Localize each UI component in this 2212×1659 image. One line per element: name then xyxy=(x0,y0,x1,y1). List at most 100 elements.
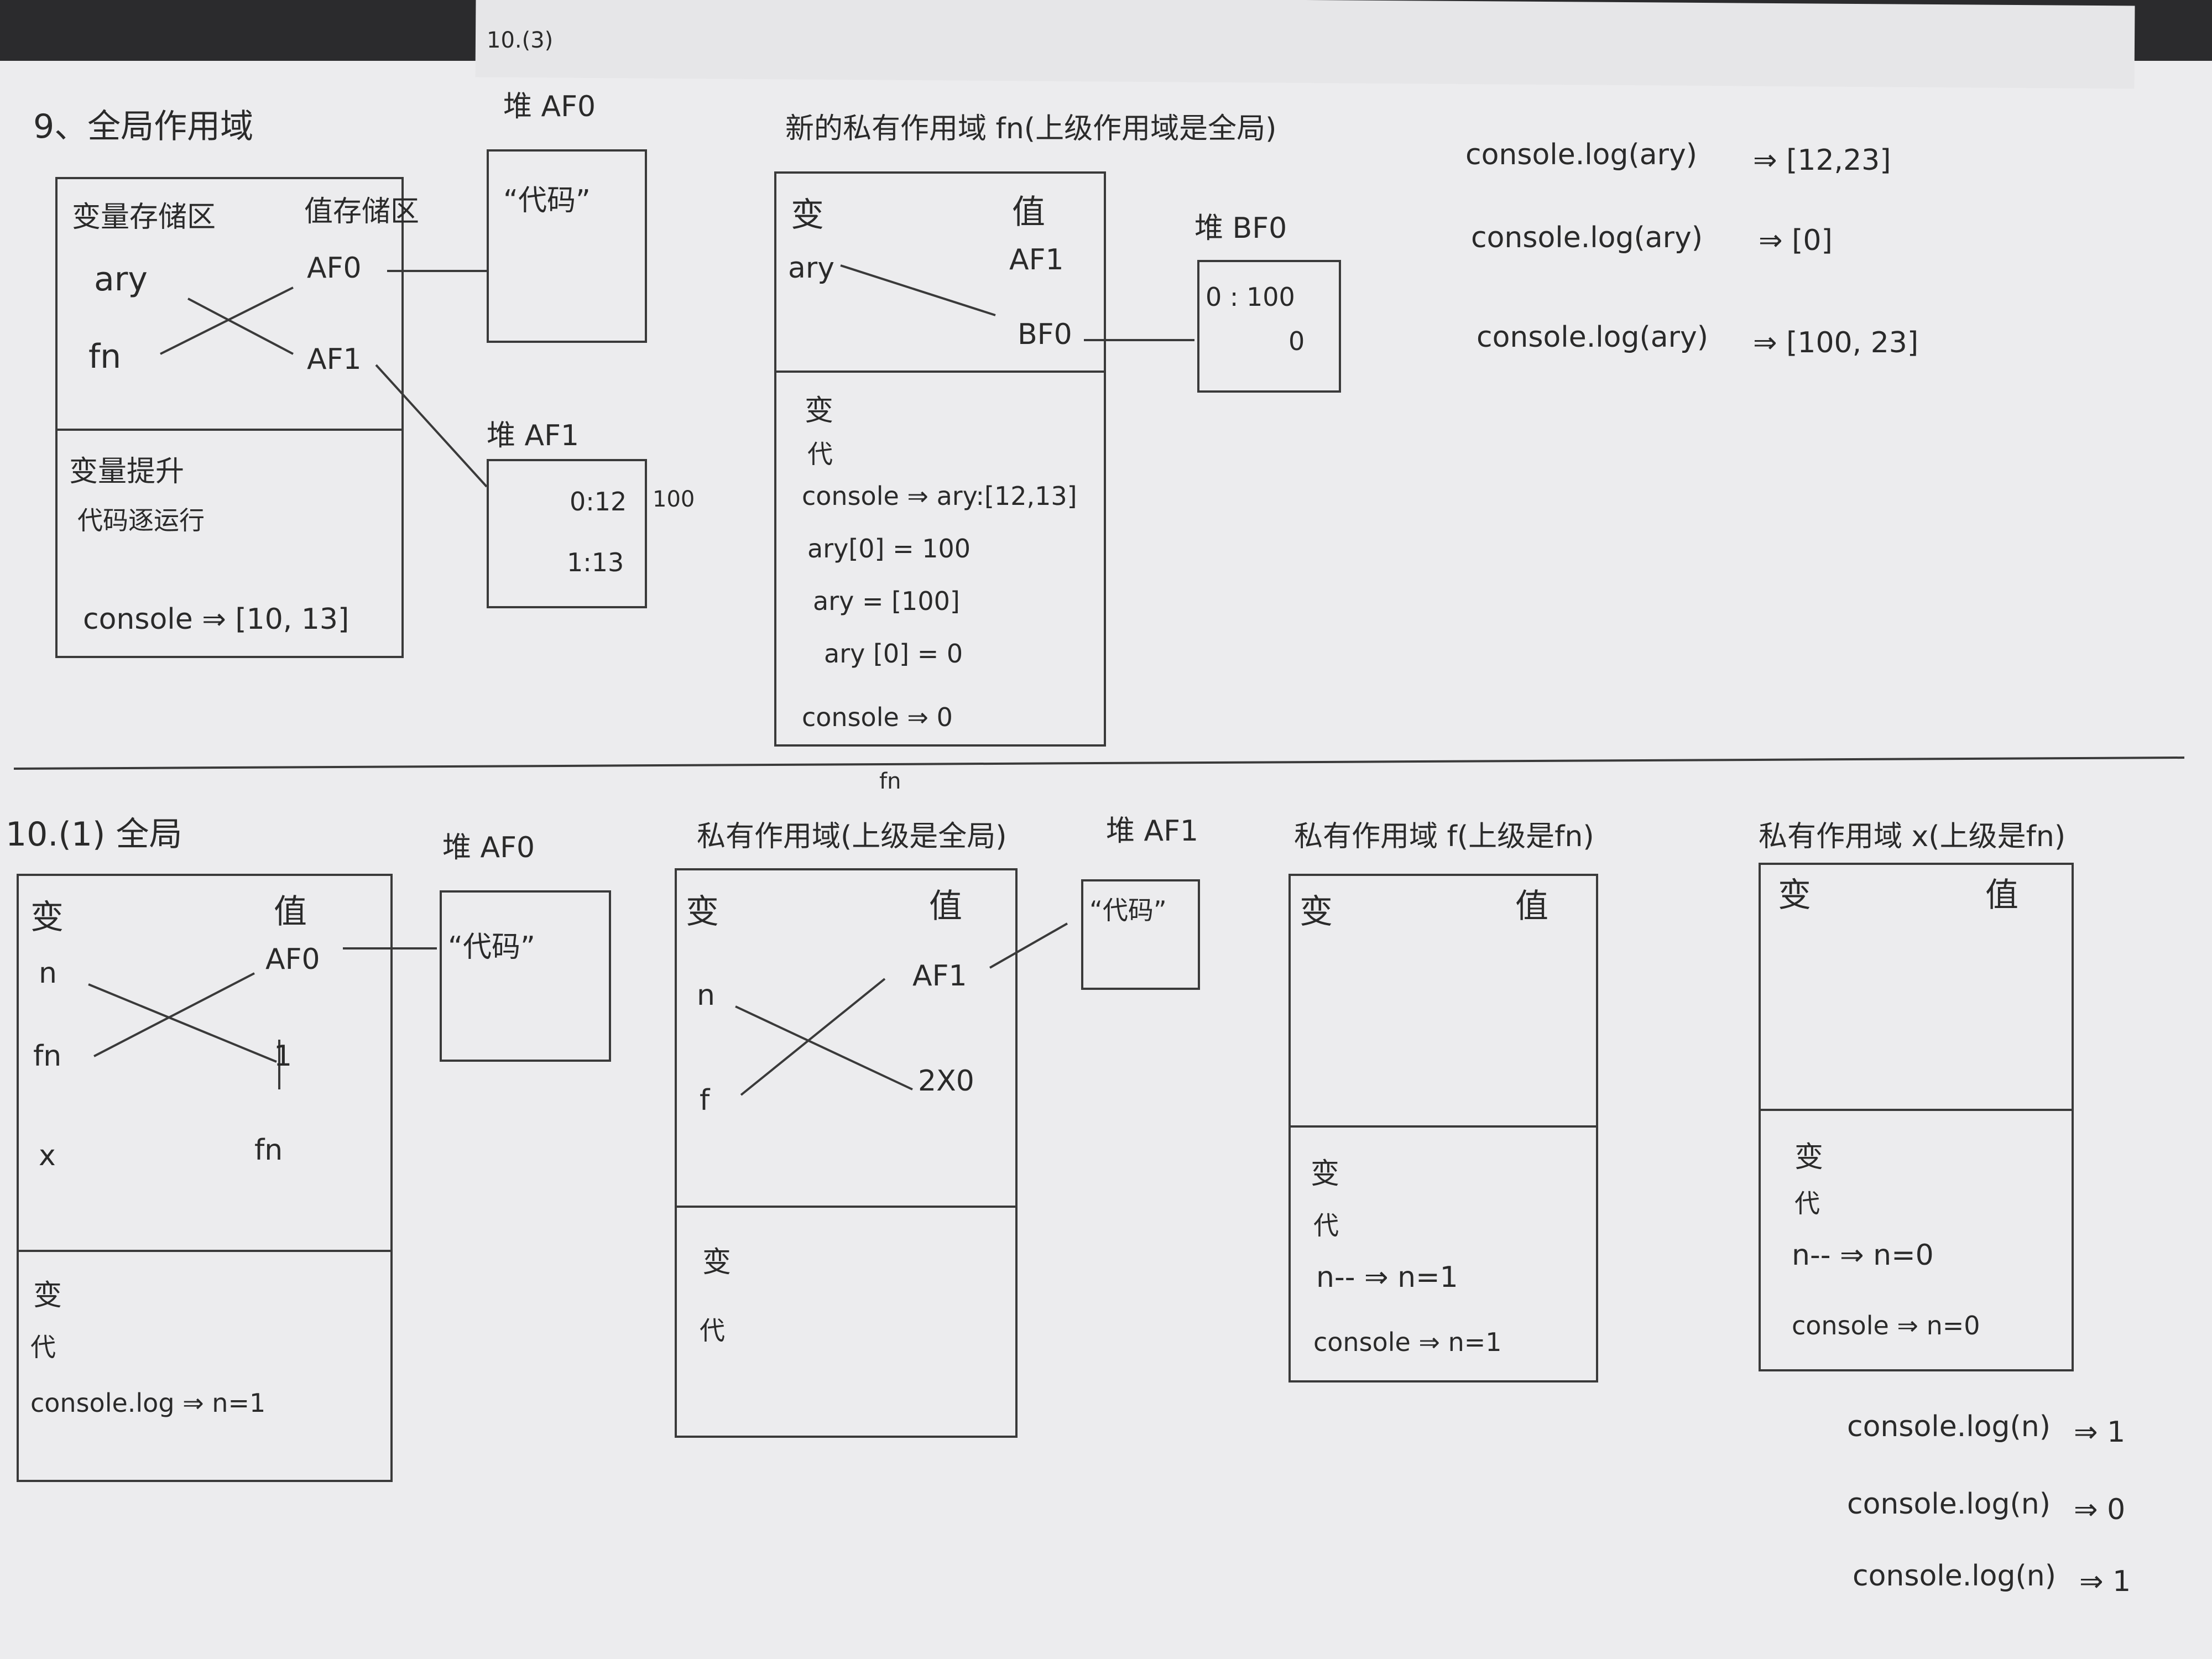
s10-global-bottom-1: 代 xyxy=(30,1332,56,1362)
s9-global-divider xyxy=(55,429,404,431)
s9-console-0-expr: console.log(ary) xyxy=(1465,138,1698,171)
s10-console-1-expr: console.log(n) xyxy=(1847,1488,2051,1521)
s10-console-2-result: ⇒ 1 xyxy=(2079,1565,2131,1598)
s9-private-fn-box xyxy=(774,171,1106,747)
s9-global-var-1: fn xyxy=(88,337,122,376)
s9-private-fn-var-header: 变 xyxy=(791,196,824,234)
s9-private-fn-bottom-0: 变 xyxy=(805,394,834,427)
s10-private-fn-val-header: 值 xyxy=(929,887,962,926)
s10-global-scope-box xyxy=(17,874,393,1482)
s10-heap-af1-box xyxy=(1081,879,1200,990)
s9-private-fn-divider xyxy=(774,371,1106,373)
s9-console-1-expr: console.log(ary) xyxy=(1471,221,1703,254)
s10-private-fn-box xyxy=(675,868,1018,1438)
s9-private-fn-val-header: 值 xyxy=(1012,193,1045,232)
s10-console-0-expr: console.log(n) xyxy=(1847,1410,2051,1443)
s10-private-x-title: 私有作用域 x(上级是fn) xyxy=(1759,820,2066,853)
s9-private-fn-val-1: BF0 xyxy=(1018,318,1072,351)
s9-heap-af0-content: “代码” xyxy=(503,184,591,217)
s9-private-fn-val-0: AF1 xyxy=(1009,243,1064,276)
s10-global-divider xyxy=(17,1250,393,1252)
s10-global-bottom-0: 变 xyxy=(33,1279,62,1312)
s10-private-f-box xyxy=(1288,874,1598,1383)
s10-private-x-bottom-3: console ⇒ n=0 xyxy=(1792,1311,1980,1340)
s10-global-val-header: 值 xyxy=(274,893,307,931)
s10-private-fn-var-1: f xyxy=(700,1084,710,1117)
s9-global-scope-box xyxy=(55,177,404,658)
s10-private-fn-note: fn xyxy=(879,769,901,794)
s9-global-bottom-2: console ⇒ [10, 13] xyxy=(83,603,349,636)
s10-private-f-bottom-1: 代 xyxy=(1313,1211,1339,1240)
s9-console-2-expr: console.log(ary) xyxy=(1477,321,1709,354)
s9-heap-bf0-box xyxy=(1197,260,1341,393)
s10-private-fn-bottom-0: 变 xyxy=(702,1246,732,1279)
s10-global-val-1: 1 xyxy=(274,1040,293,1073)
top-tab-label: 10.(3) xyxy=(487,28,554,53)
s10-global-bottom-2: console.log ⇒ n=1 xyxy=(30,1388,266,1418)
s10-private-f-bottom-3: console ⇒ n=1 xyxy=(1313,1327,1502,1357)
s10-private-x-bottom-2: n-- ⇒ n=0 xyxy=(1792,1239,1934,1272)
s9-private-fn-bottom-1: 代 xyxy=(807,439,833,469)
s9-console-2-result: ⇒ [100, 23] xyxy=(1753,326,1919,359)
s10-private-f-bottom-2: n-- ⇒ n=1 xyxy=(1316,1261,1458,1294)
s10-heap-af1-title: 堆 AF1 xyxy=(1106,815,1199,848)
s10-global-val-2: fn xyxy=(254,1134,283,1167)
s10-private-f-title: 私有作用域 f(上级是fn) xyxy=(1294,820,1594,853)
s9-heap-af1-line-0: 0:12 xyxy=(570,487,627,517)
s10-private-fn-val-1: 2X0 xyxy=(918,1065,974,1098)
s9-heap-af1-side-note: 100 xyxy=(653,487,695,512)
s9-global-var-0: ary xyxy=(94,260,148,299)
s10-private-fn-var-0: n xyxy=(697,979,715,1012)
s10-private-x-bottom-1: 代 xyxy=(1794,1188,1820,1218)
s10-global-val-0: AF0 xyxy=(265,943,320,976)
s9-private-fn-bottom-2: console ⇒ ary:[12,13] xyxy=(802,481,1077,511)
s9-global-bottom-0: 变量提升 xyxy=(69,455,185,488)
s10-console-1-result: ⇒ 0 xyxy=(2074,1493,2126,1526)
s10-global-var-header: 变 xyxy=(30,898,64,937)
s10-private-x-val-header: 值 xyxy=(1985,876,2018,915)
s9-global-val-1: AF1 xyxy=(307,343,362,376)
s9-heap-af1-line-1: 1:13 xyxy=(567,547,624,577)
s9-private-fn-bottom-4: ary = [100] xyxy=(813,586,960,616)
s9-console-1-result: ⇒ [0] xyxy=(1759,224,1833,257)
s10-private-f-divider xyxy=(1288,1125,1598,1128)
s10-private-x-var-header: 变 xyxy=(1778,876,1811,915)
s10-private-f-bottom-0: 变 xyxy=(1311,1157,1340,1191)
s9-heap-af0-box xyxy=(487,149,647,343)
s10-heap-af0-content: “代码” xyxy=(448,931,535,964)
s9-heap-bf0-line-0: 0 : 100 xyxy=(1206,282,1295,312)
s10-console-2-expr: console.log(n) xyxy=(1853,1559,2057,1593)
s10-global-var-1: fn xyxy=(33,1040,62,1073)
s10-private-x-bottom-0: 变 xyxy=(1794,1141,1824,1174)
s10-private-f-var-header: 变 xyxy=(1300,893,1333,931)
s10-heap-af0-box xyxy=(440,890,611,1062)
s10-private-fn-val-0: AF1 xyxy=(912,959,967,993)
s9-global-var-header: 变量存储区 xyxy=(72,201,216,234)
s9-private-fn-bottom-3: ary[0] = 100 xyxy=(807,534,971,564)
s10-console-0-result: ⇒ 1 xyxy=(2074,1416,2126,1449)
s10-private-x-box xyxy=(1759,863,2074,1371)
section10-title: 10.(1) 全局 xyxy=(6,815,182,854)
s9-heap-af1-box xyxy=(487,459,647,608)
s10-heap-af1-content: “代码” xyxy=(1089,895,1167,925)
s10-global-var-0: n xyxy=(39,957,57,990)
s9-private-fn-title: 新的私有作用域 fn(上级作用域是全局) xyxy=(785,112,1277,145)
s9-private-fn-bottom-5: ary [0] = 0 xyxy=(824,639,963,669)
s10-private-fn-title: 私有作用域(上级是全局) xyxy=(697,820,1007,853)
s10-heap-af0-title: 堆 AF0 xyxy=(442,831,535,864)
s10-private-f-val-header: 值 xyxy=(1515,887,1548,926)
s9-heap-bf0-line-1: 0 xyxy=(1288,326,1305,356)
s10-private-fn-divider xyxy=(675,1206,1018,1208)
s10-private-fn-var-header: 变 xyxy=(686,893,719,931)
s9-private-fn-bottom-6: console ⇒ 0 xyxy=(802,702,953,732)
s9-heap-af0-title: 堆 AF0 xyxy=(503,90,596,123)
s10-private-fn-bottom-1: 代 xyxy=(700,1316,725,1345)
section9-title: 9、全局作用域 xyxy=(33,107,254,146)
s10-global-var-2: x xyxy=(39,1139,56,1172)
s9-heap-af1-title: 堆 AF1 xyxy=(487,419,580,452)
s9-global-val-0: AF0 xyxy=(307,252,362,285)
s9-global-val-header: 值存储区 xyxy=(304,195,420,228)
s9-private-fn-var: ary xyxy=(788,252,835,285)
paper-sheet xyxy=(0,61,2212,1659)
